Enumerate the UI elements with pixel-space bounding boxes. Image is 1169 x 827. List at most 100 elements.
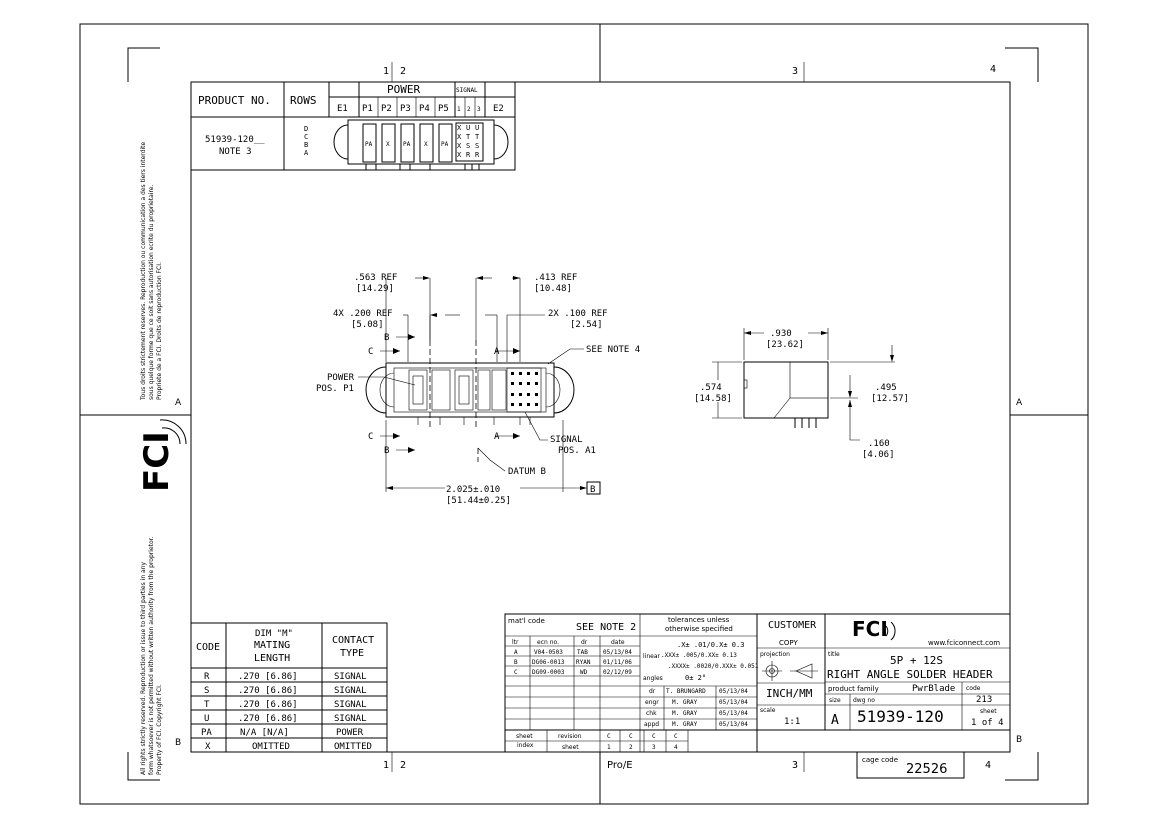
zone-left-b: B: [175, 738, 181, 748]
rev-date: 05/13/04: [603, 649, 632, 656]
revision-rows: A V04-0503 TAB 05/13/04 B DG06-0013 RYAN…: [514, 649, 632, 676]
svg-text:B: B: [304, 141, 308, 149]
svg-text:PA: PA: [365, 141, 373, 148]
size-value: A: [831, 713, 839, 728]
code-row-type: OMITTED: [334, 742, 372, 752]
svg-text:C: C: [304, 133, 308, 141]
svg-text:SIGNAL: SIGNAL: [456, 87, 478, 94]
dim-2025: 2.025±.010: [446, 485, 500, 495]
sig-name: T. BRUNGARD: [666, 688, 706, 695]
zone-right-b: B: [1016, 735, 1022, 745]
sheet-index-label2: index: [517, 742, 534, 749]
svg-text:P1: P1: [362, 104, 373, 114]
code-row-type: POWER: [336, 728, 364, 738]
svg-text:PA: PA: [403, 141, 411, 148]
fci-logo: FCI: [852, 617, 896, 641]
tolerances-line1: tolerances unless: [668, 616, 730, 624]
pro-e-label: Pro/E: [607, 760, 633, 771]
code-row-code: R: [204, 672, 210, 682]
svg-text:P3: P3: [400, 104, 411, 114]
dim-563-mm: [14.29]: [356, 284, 394, 294]
sig-role: dr: [649, 688, 656, 695]
sig-date: 05/13/04: [719, 699, 748, 706]
zone-top-1: 1: [383, 66, 389, 77]
datum-label: DATUM B: [508, 467, 546, 477]
side-view-drawing: [712, 328, 895, 441]
dim-100-mm: [2.54]: [570, 320, 603, 330]
code-row-code: T: [204, 700, 210, 710]
tolerances-line2: otherwise specified: [665, 625, 733, 633]
svg-text:2: 2: [467, 106, 471, 113]
inner-border: [190, 81, 1011, 753]
sig-name: M. GRAY: [672, 721, 698, 728]
svg-text:A: A: [304, 149, 309, 157]
code-value: 213: [976, 695, 992, 705]
svg-text:PA: PA: [441, 141, 449, 148]
svg-text:U: U: [475, 124, 479, 132]
dim-930: .930: [770, 329, 792, 339]
rev-ecn: DG09-0003: [532, 669, 565, 676]
svg-text:P4: P4: [419, 104, 430, 114]
sheet-index-num: 4: [674, 744, 678, 751]
sheet-index-rev: C: [674, 733, 678, 740]
svg-text:DIM "M": DIM "M": [255, 629, 293, 639]
rev-ecn: DG06-0013: [532, 659, 565, 666]
svg-text:P5: P5: [438, 104, 449, 114]
customer-label: CUSTOMER: [768, 620, 817, 631]
cage-code-value: 22526: [906, 762, 947, 777]
title-line1: 5P + 12S: [890, 654, 943, 667]
svg-text:1: 1: [457, 106, 461, 113]
section-c-bot: C: [368, 432, 373, 442]
section-a-bot: A: [494, 432, 500, 442]
product-family-label: product family: [828, 685, 879, 693]
power-pos-label: POS. P1: [316, 384, 354, 394]
svg-text:X: X: [457, 142, 462, 150]
revision-label: revision: [558, 733, 582, 740]
dim-200: 4X .200 REF: [333, 309, 393, 319]
rev-dr: TAB: [577, 649, 588, 656]
fci-logo-side: FCI: [137, 431, 177, 492]
sig-date: 05/13/04: [719, 688, 748, 695]
sig-role: appd: [644, 721, 659, 728]
dim-2025-mm: [51.44±0.25]: [446, 496, 511, 506]
rev-dr: RYAN: [576, 659, 591, 666]
size-label: size: [829, 697, 841, 704]
svg-text:POWER: POWER: [387, 83, 420, 96]
rev-dr: WD: [580, 669, 588, 676]
code-row-dim: .270 [6.86]: [238, 686, 298, 696]
svg-text:PRODUCT NO.: PRODUCT NO.: [198, 94, 271, 107]
dim-574: .574: [700, 383, 722, 393]
section-b-bot: B: [384, 446, 389, 456]
sig-role: engr: [645, 699, 659, 706]
sheet-index-rev: C: [607, 733, 611, 740]
dim-495-mm: [12.57]: [871, 394, 909, 404]
svg-text:Tous droits strictement reserv: Tous droits strictement reserves. Reprod…: [140, 141, 147, 401]
svg-text:MATING: MATING: [254, 640, 290, 651]
code-table-rows: R .270 [6.86] SIGNAL S .270 [6.86] SIGNA…: [201, 672, 372, 752]
code-row-dim: .270 [6.86]: [238, 672, 298, 682]
svg-text:P2: P2: [381, 104, 392, 114]
dim-413-mm: [10.48]: [534, 284, 572, 294]
sheet-index-label1: sheet: [516, 733, 533, 740]
tol-xx: .XXX± .005/0.XX± 0.13: [661, 652, 737, 659]
code-row-dim: OMITTED: [252, 742, 290, 752]
svg-text:51939-120__: 51939-120__: [205, 135, 265, 145]
product-table: PRODUCT NO. ROWS POWER SIGNAL E1 P1 P2 P…: [190, 81, 516, 171]
website: www.fciconnect.com: [928, 639, 1000, 647]
svg-text:form whatsoever is not permitt: form whatsoever is not permitted without…: [148, 536, 155, 775]
signal-pos-label: POS. A1: [558, 446, 596, 456]
section-b-top: B: [384, 333, 389, 343]
title-block: [504, 613, 1011, 779]
rev-dr-header: dr: [581, 639, 588, 646]
projection-symbol-icon: [762, 661, 818, 681]
svg-text:FCI: FCI: [137, 431, 177, 492]
sig-role: chk: [646, 710, 657, 717]
projection-label: projection: [760, 651, 790, 658]
code-row-code: S: [204, 686, 209, 696]
product-family-value: PwrBlade: [912, 684, 955, 694]
svg-text:X: X: [457, 133, 462, 141]
svg-text:R: R: [475, 151, 480, 159]
title-line2: RIGHT ANGLE SOLDER HEADER: [827, 668, 993, 681]
rev-ecn-header: ecn no.: [537, 639, 559, 646]
svg-text:R: R: [466, 151, 471, 159]
